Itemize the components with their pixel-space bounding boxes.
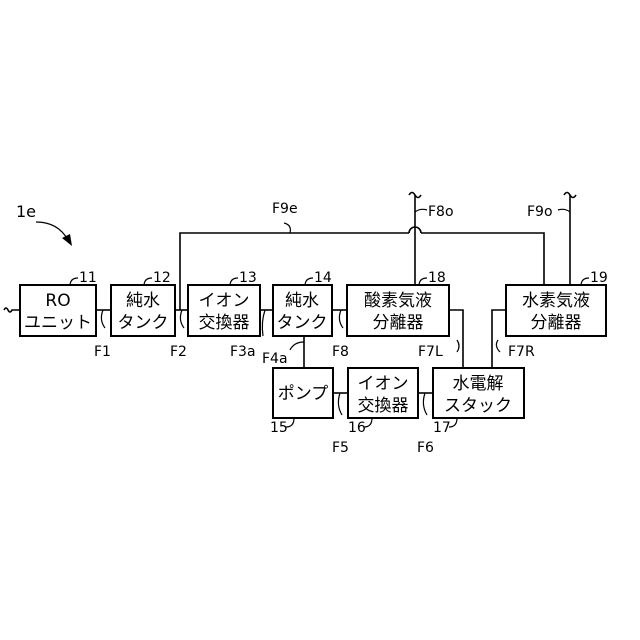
block-oxygen-separator: 酸素気液 分離器	[347, 285, 449, 336]
block-pump: ポンプ	[273, 368, 333, 418]
block-pure-water-tank-2: 純水 タンク	[273, 285, 332, 336]
flow-f9o: F9o	[527, 204, 553, 220]
pure-tank-1-label-1: 純水	[126, 291, 160, 311]
ref-11: 11	[79, 270, 97, 286]
system-label: 1e	[16, 202, 36, 221]
electrolysis-stack-label-1: 水電解	[453, 374, 504, 394]
pure-tank-2-label-1: 純水	[285, 291, 319, 311]
electrolysis-stack-label-2: スタック	[444, 396, 512, 416]
ref-12: 12	[153, 270, 171, 286]
ref-18: 18	[428, 270, 446, 286]
ion-exchanger-2-label-1: イオン	[358, 374, 409, 394]
flow-f8: F8	[332, 344, 349, 360]
ref-14: 14	[314, 270, 332, 286]
ro-unit-label-1: RO	[45, 291, 70, 311]
block-ro-unit: RO ユニット	[20, 285, 96, 336]
flow-f1: F1	[94, 344, 111, 360]
flow-f7l: F7L	[418, 344, 443, 360]
flow-f2: F2	[170, 344, 187, 360]
flow-f3a: F3a	[230, 344, 256, 360]
system-arrowhead	[62, 234, 72, 246]
hydrogen-separator-label-1: 水素気液	[522, 291, 590, 311]
ion-exchanger-1-label-1: イオン	[199, 291, 250, 311]
pump-label: ポンプ	[278, 384, 329, 404]
block-hydrogen-separator: 水素気液 分離器	[506, 285, 606, 336]
flow-f9e: F9e	[272, 201, 298, 217]
ref-17: 17	[433, 420, 451, 436]
ref-16: 16	[348, 420, 366, 436]
oxygen-separator-label-2: 分離器	[373, 313, 424, 333]
pure-tank-1-label-2: タンク	[118, 313, 169, 333]
block-ion-exchanger-2: イオン 交換器	[348, 368, 418, 418]
ion-exchanger-2-label-2: 交換器	[358, 396, 409, 416]
flow-f4a: F4a	[262, 351, 288, 367]
flow-f8o: F8o	[428, 204, 454, 220]
ref-19: 19	[590, 270, 608, 286]
flow-f5: F5	[332, 440, 349, 456]
hydrogen-separator-label-2: 分離器	[531, 313, 582, 333]
flow-f7r: F7R	[508, 344, 535, 360]
ion-exchanger-1-label-2: 交換器	[199, 313, 250, 333]
ref-15: 15	[270, 420, 288, 436]
block-pure-water-tank-1: 純水 タンク	[111, 285, 175, 336]
oxygen-separator-label-1: 酸素気液	[364, 291, 432, 311]
flow-f6: F6	[417, 440, 434, 456]
ref-13: 13	[239, 270, 257, 286]
block-ion-exchanger-1: イオン 交換器	[188, 285, 260, 336]
ro-unit-label-2: ユニット	[24, 313, 92, 333]
block-electrolysis-stack: 水電解 スタック	[433, 368, 524, 418]
system-label-arrow	[36, 222, 68, 240]
pure-tank-2-label-2: タンク	[277, 313, 328, 333]
